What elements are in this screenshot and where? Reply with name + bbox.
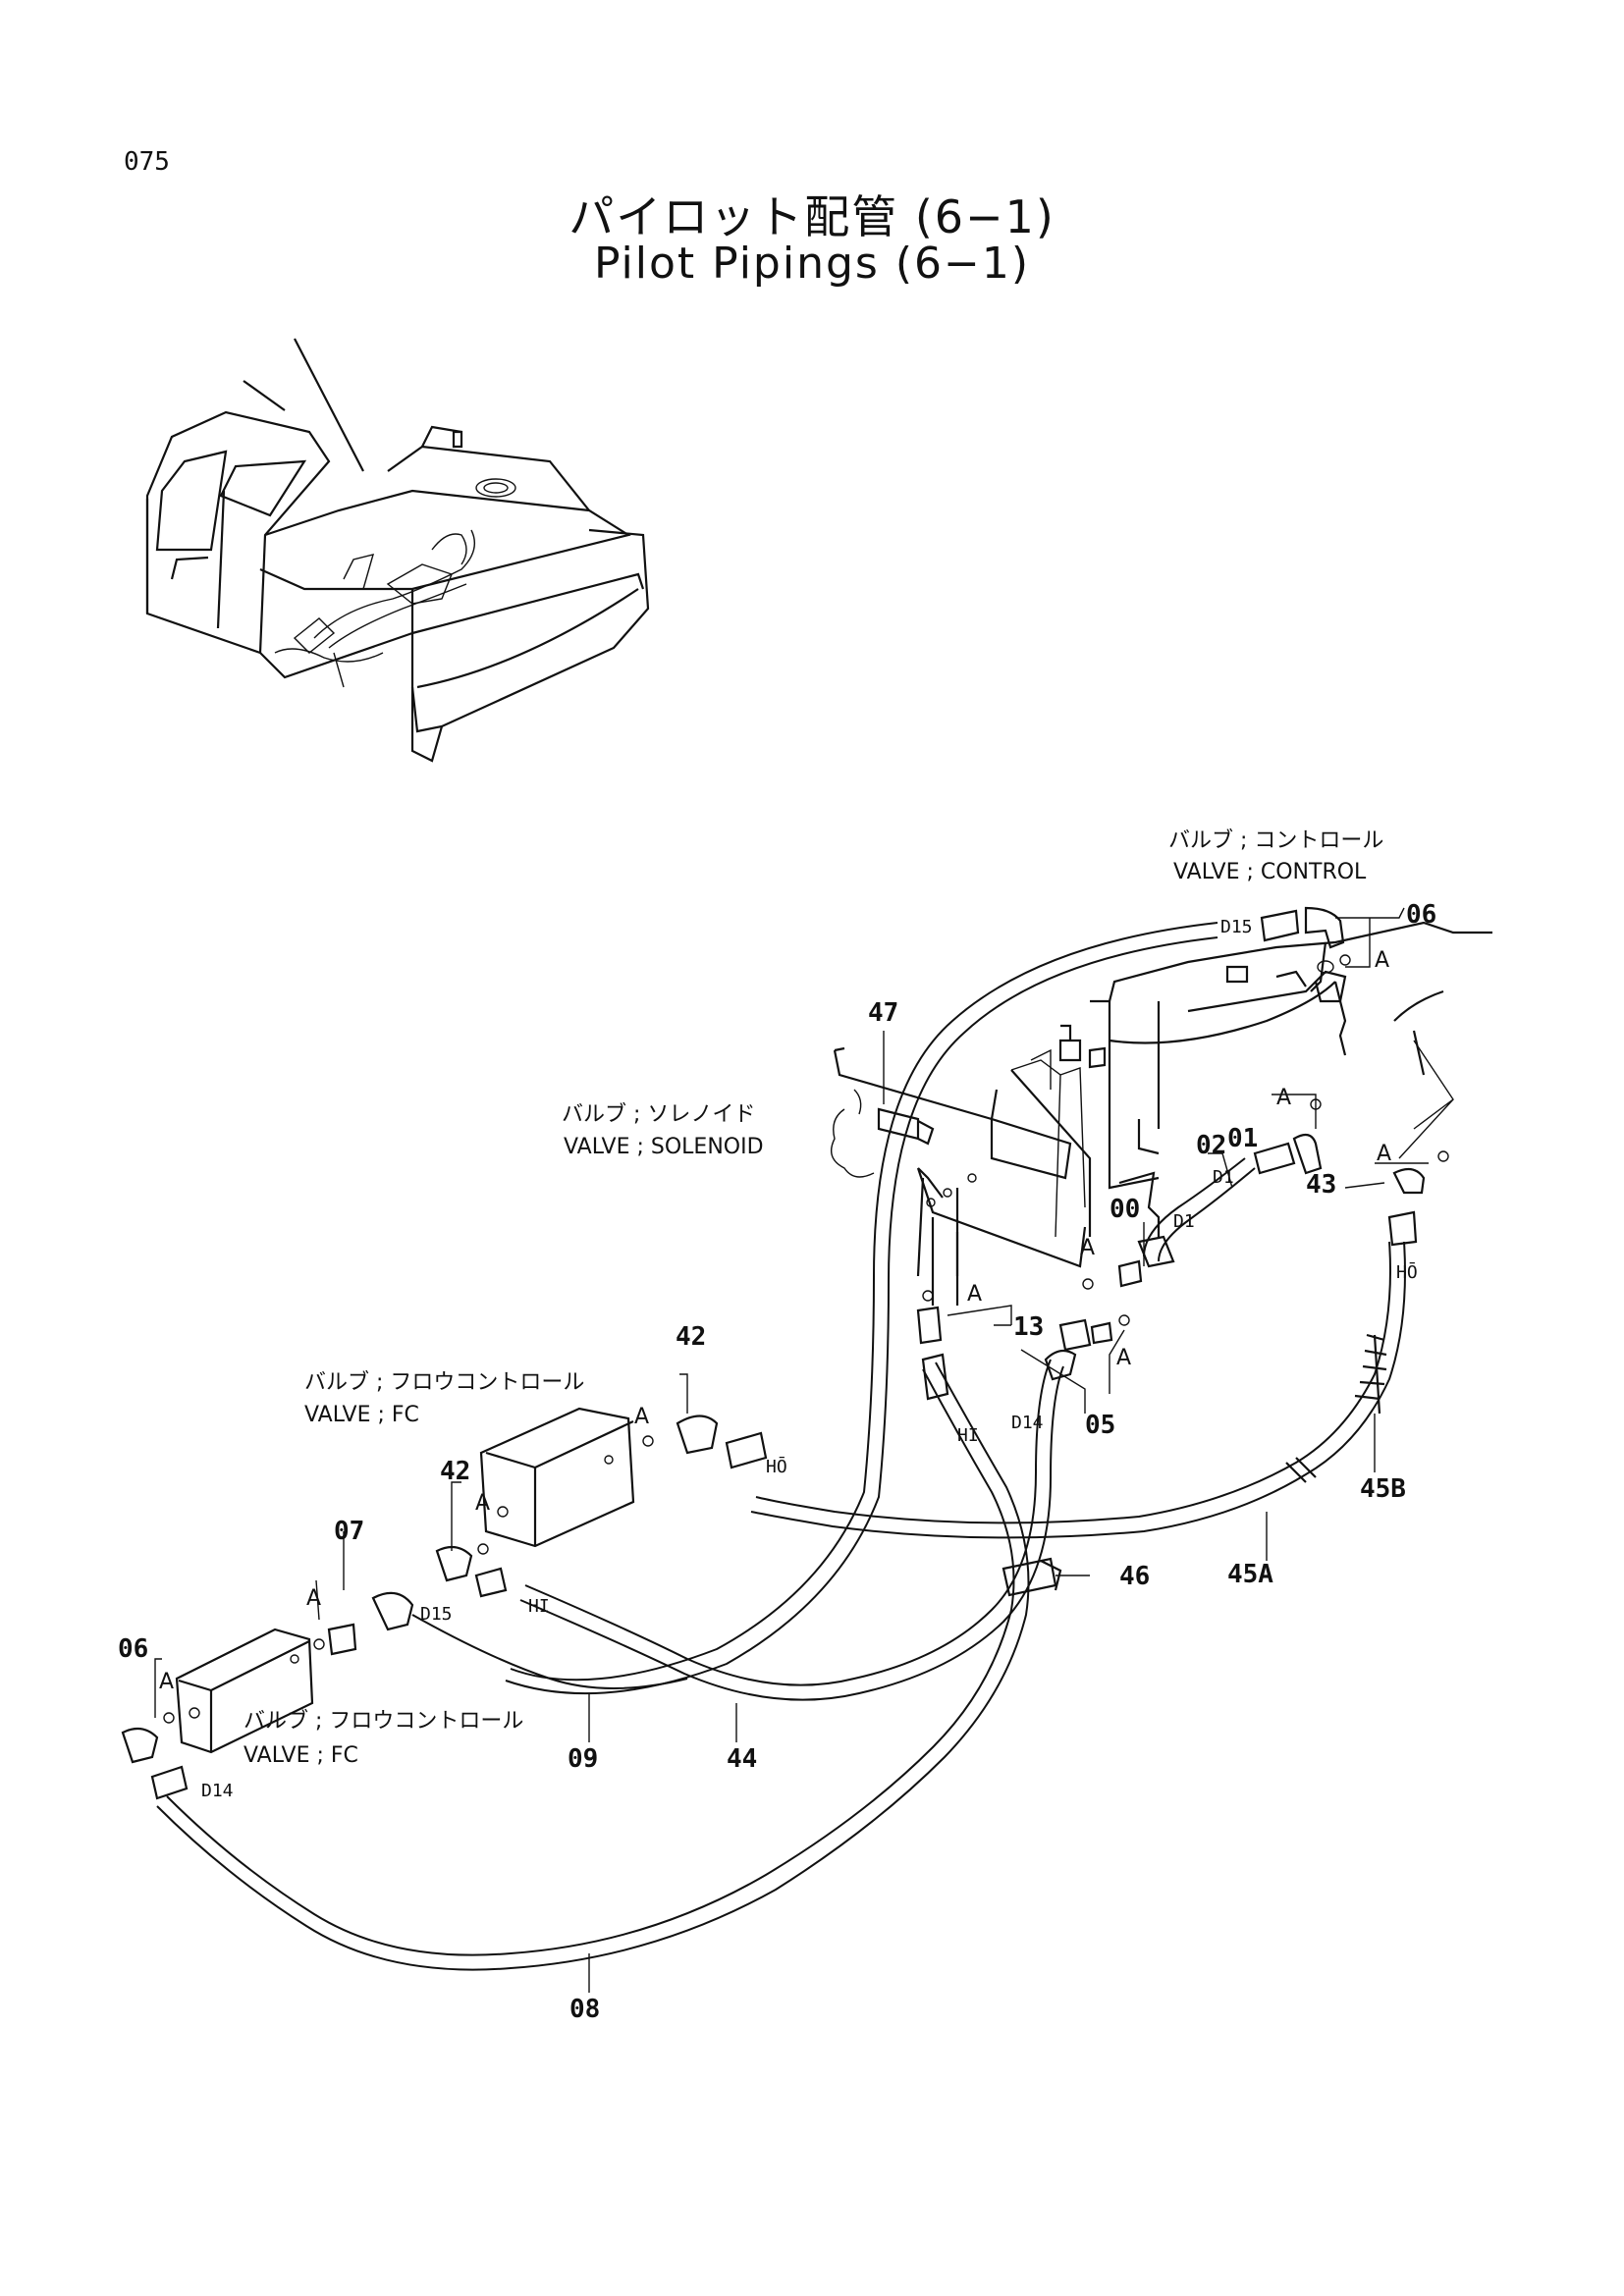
part-number-13: 13 <box>1013 1312 1044 1342</box>
clamp-47 <box>877 1107 935 1146</box>
label-fc-valve-lower-en: VALVE ; FC <box>244 1743 358 1768</box>
fitting-13 <box>916 1290 943 1345</box>
leader-lines <box>154 907 1454 1993</box>
fitting-06-top <box>1260 906 1351 966</box>
fitting-07 <box>313 1591 414 1656</box>
fitting-06-left <box>121 1712 189 1800</box>
part-number-42-lower: 42 <box>440 1457 470 1486</box>
flow-control-valve-lower <box>175 1628 314 1754</box>
fitting-00 <box>1082 1235 1175 1290</box>
solenoid-valve-body <box>831 1046 1087 1306</box>
part-number-00: 00 <box>1110 1195 1140 1224</box>
part-number-46: 46 <box>1119 1562 1150 1591</box>
control-valve-body <box>1010 921 1492 1238</box>
part-number-07: 07 <box>334 1517 364 1546</box>
detail-a-42-lower: A <box>475 1491 490 1516</box>
fitting-d14-mid <box>921 1349 1077 1401</box>
hose-code-d1-b: D1 <box>1173 1211 1195 1232</box>
fitting-42-lower <box>435 1543 508 1598</box>
label-fc-valve-lower-ja: バルブ ; フロウコントロール <box>244 1709 523 1734</box>
clamp-46 <box>1001 1557 1062 1597</box>
detail-a-06-left: A <box>159 1670 174 1694</box>
detail-a-00: A <box>1080 1236 1095 1260</box>
label-fc-valve-upper-ja: バルブ ; フロウコントロール <box>304 1370 584 1395</box>
hose-45a-45b <box>750 1241 1406 1539</box>
part-number-09: 09 <box>568 1744 598 1774</box>
hose-code-ho-fc: HŌ <box>766 1456 787 1477</box>
page-number: 075 <box>124 147 170 177</box>
detail-a-13: A <box>967 1282 982 1307</box>
part-number-06-left: 06 <box>118 1634 148 1664</box>
fitting-43 <box>1387 1150 1449 1247</box>
hose-d1 <box>1143 1157 1256 1262</box>
detail-a-43: A <box>1377 1142 1391 1166</box>
hose-code-hi-left: HI <box>528 1596 550 1617</box>
part-number-45b: 45B <box>1360 1474 1406 1504</box>
part-number-05: 05 <box>1085 1411 1115 1440</box>
fitting-01 <box>1253 1098 1323 1175</box>
page-title-japanese: パイロット配管 (6−1) <box>568 190 1056 243</box>
hose-code-d15-left: D15 <box>420 1604 453 1625</box>
detail-a-01: A <box>1276 1086 1291 1110</box>
fitting-05 <box>1058 1314 1130 1352</box>
label-solenoid-valve-en: VALVE ; SOLENOID <box>564 1135 764 1159</box>
hose-code-d14-mid: D14 <box>1011 1413 1044 1433</box>
label-fc-valve-upper-en: VALVE ; FC <box>304 1403 419 1427</box>
detail-a-06: A <box>1375 948 1389 973</box>
hose-d15-to-control-valve <box>505 922 1218 1695</box>
part-number-45a: 45A <box>1227 1560 1273 1589</box>
part-number-06-top: 06 <box>1406 900 1436 930</box>
detail-a-42-upper: A <box>634 1405 649 1429</box>
part-number-43: 43 <box>1306 1170 1336 1200</box>
part-number-44: 44 <box>727 1744 757 1774</box>
label-control-valve-ja: バルブ ; コントロール <box>1168 828 1383 853</box>
hose-09 <box>411 1614 688 1689</box>
detail-a-05: A <box>1116 1346 1131 1370</box>
page-title-english: Pilot Pipings (6−1) <box>593 239 1031 289</box>
part-number-01: 01 <box>1227 1124 1258 1153</box>
hose-code-d1-a: D1 <box>1213 1167 1234 1188</box>
label-control-valve-en: VALVE ; CONTROL <box>1173 860 1367 884</box>
part-number-47: 47 <box>868 998 898 1028</box>
hose-code-d14-left: D14 <box>201 1781 234 1801</box>
part-number-02: 02 <box>1196 1131 1226 1160</box>
detail-a-07: A <box>306 1586 321 1611</box>
part-number-42-upper: 42 <box>676 1322 706 1352</box>
hose-code-d15-top: D15 <box>1220 917 1253 937</box>
part-number-08: 08 <box>569 1995 600 2024</box>
label-solenoid-valve-ja: バルブ ; ソレノイド <box>562 1102 755 1127</box>
flow-control-valve-upper <box>479 1407 635 1548</box>
hose-44 <box>519 1359 1064 1701</box>
hose-code-hi-mid: HI <box>957 1425 979 1446</box>
hose-46-47 <box>156 1362 1030 1971</box>
hose-code-ho-right: HŌ <box>1396 1261 1418 1283</box>
excavator-overview-illustration <box>145 338 650 763</box>
fitting-42-upper <box>642 1415 768 1469</box>
